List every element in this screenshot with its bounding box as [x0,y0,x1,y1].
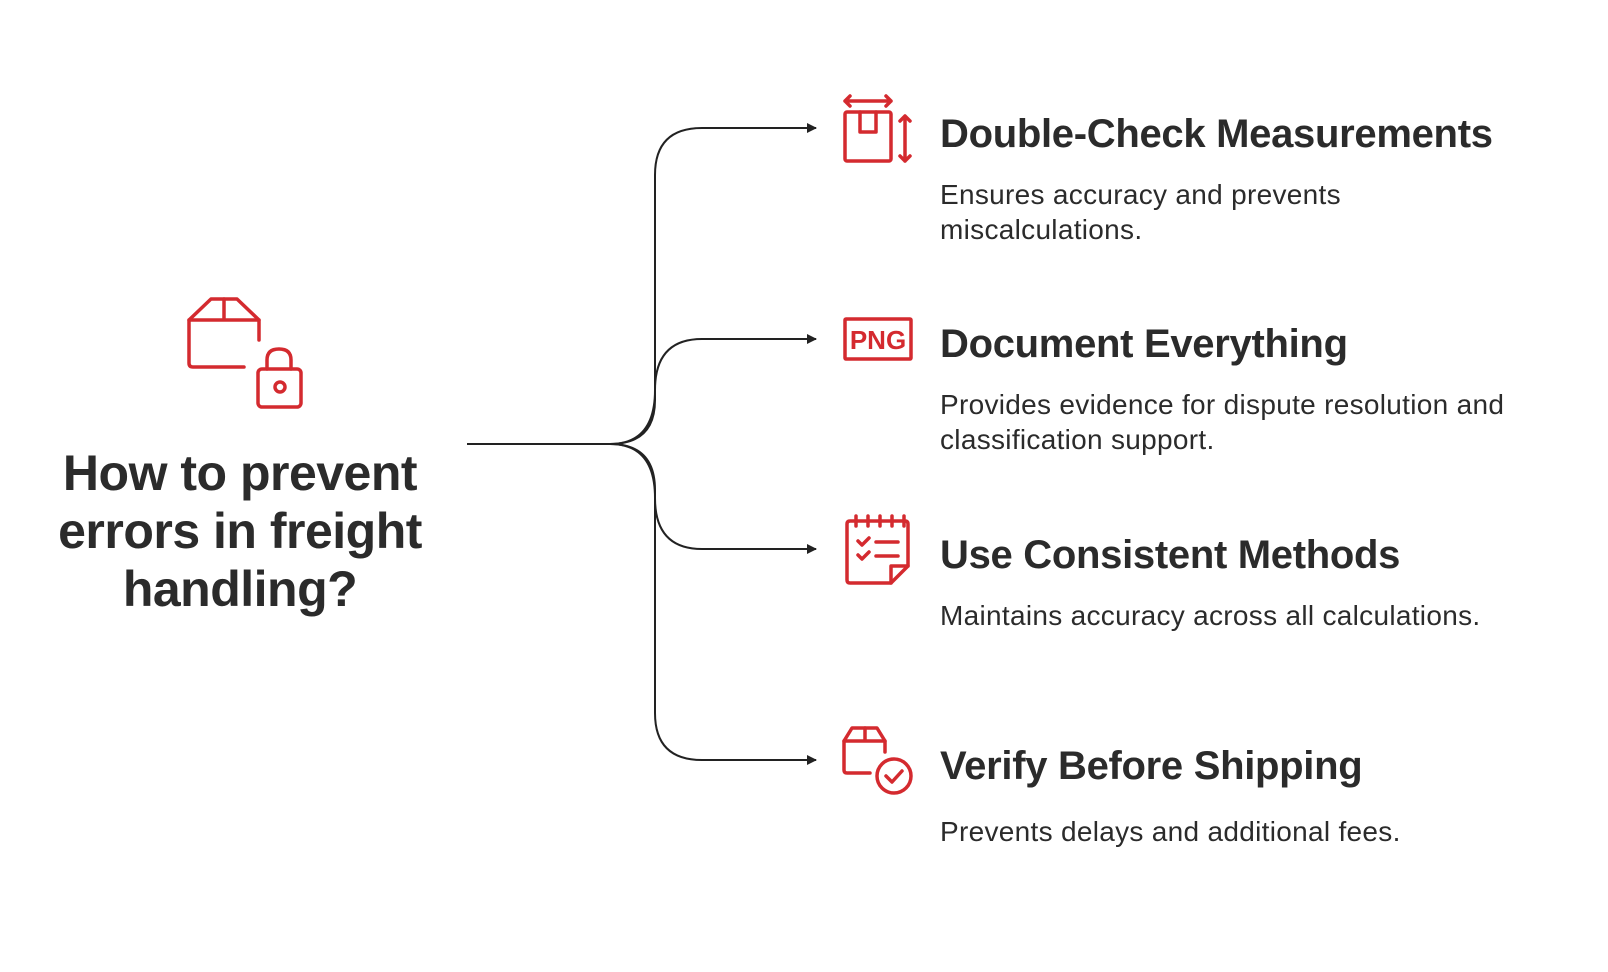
png-icon-label: PNG [850,325,906,355]
item-title-double-check: Double-Check Measurements [940,112,1493,156]
item-desc-double-check: Ensures accuracy and prevents miscalcula… [940,179,1341,245]
item-title-consistent: Use Consistent Methods [940,533,1401,577]
package-lock-icon [187,297,303,409]
main-question-title: How to prevent errors in freight handlin… [58,445,422,617]
branch-2 [609,334,817,445]
package-dimensions-icon [843,94,912,163]
branch-3 [609,443,817,554]
item-desc-consistent: Maintains accuracy across all calculatio… [940,600,1481,631]
item-title-verify: Verify Before Shipping [940,744,1363,788]
png-file-icon [843,317,913,361]
branch-1 [609,123,817,445]
item-title-document: Document Everything [940,322,1348,366]
checklist-calendar-icon [845,514,910,585]
branch-4 [609,443,817,765]
item-desc-verify: Prevents delays and additional fees. [940,816,1401,847]
item-desc-document: Provides evidence for dispute resolution… [940,389,1505,455]
package-check-icon [842,726,913,795]
